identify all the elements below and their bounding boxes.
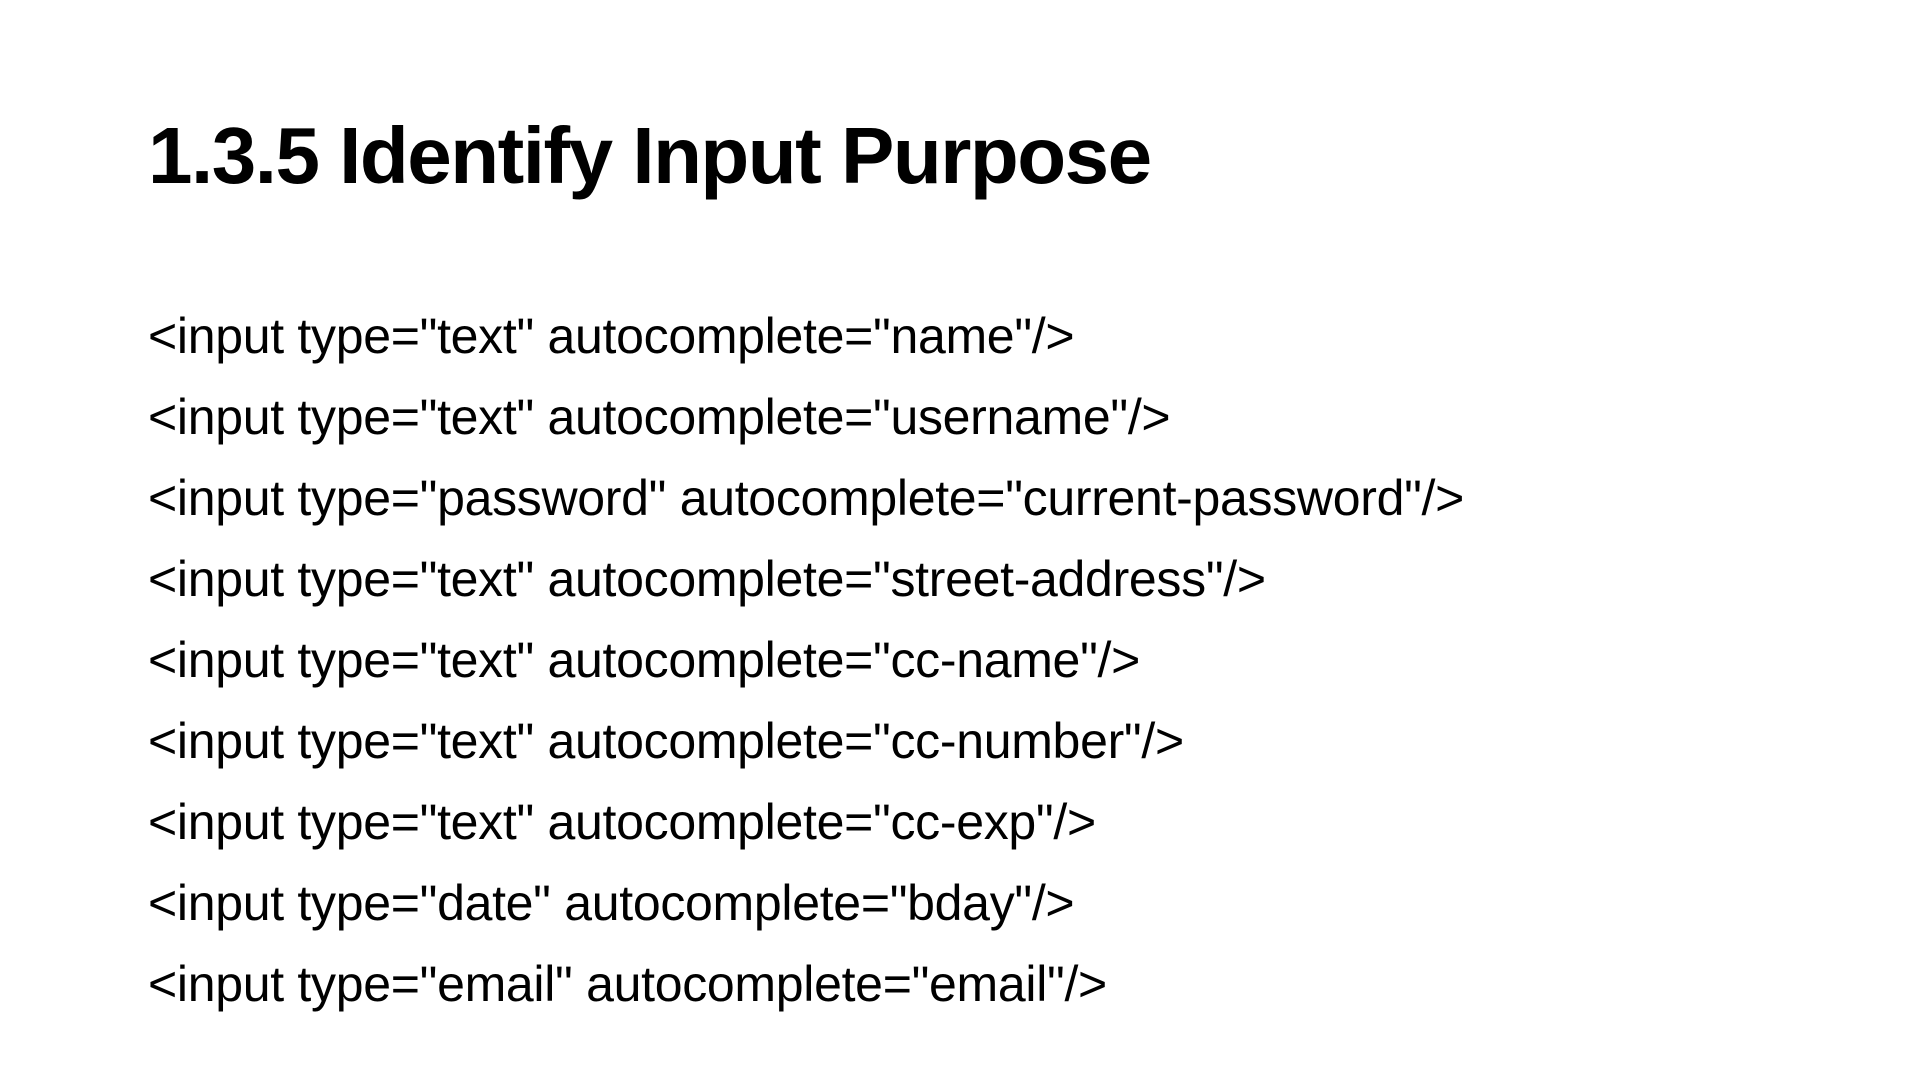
code-line: <input type="text" autocomplete="cc-exp"… — [148, 794, 1096, 850]
code-line: <input type="password" autocomplete="cur… — [148, 470, 1465, 526]
code-line: <input type="text" autocomplete="usernam… — [148, 389, 1171, 445]
code-line: <input type="text" autocomplete="cc-name… — [148, 632, 1141, 688]
code-example-list: <input type="text" autocomplete="name"/>… — [148, 296, 1464, 1025]
code-line: <input type="email" autocomplete="email"… — [148, 956, 1107, 1012]
code-line: <input type="date" autocomplete="bday"/> — [148, 875, 1075, 931]
code-line: <input type="text" autocomplete="street-… — [148, 551, 1266, 607]
code-line: <input type="text" autocomplete="name"/> — [148, 308, 1075, 364]
slide-title: 1.3.5 Identify Input Purpose — [148, 111, 1152, 200]
code-line: <input type="text" autocomplete="cc-numb… — [148, 713, 1184, 769]
